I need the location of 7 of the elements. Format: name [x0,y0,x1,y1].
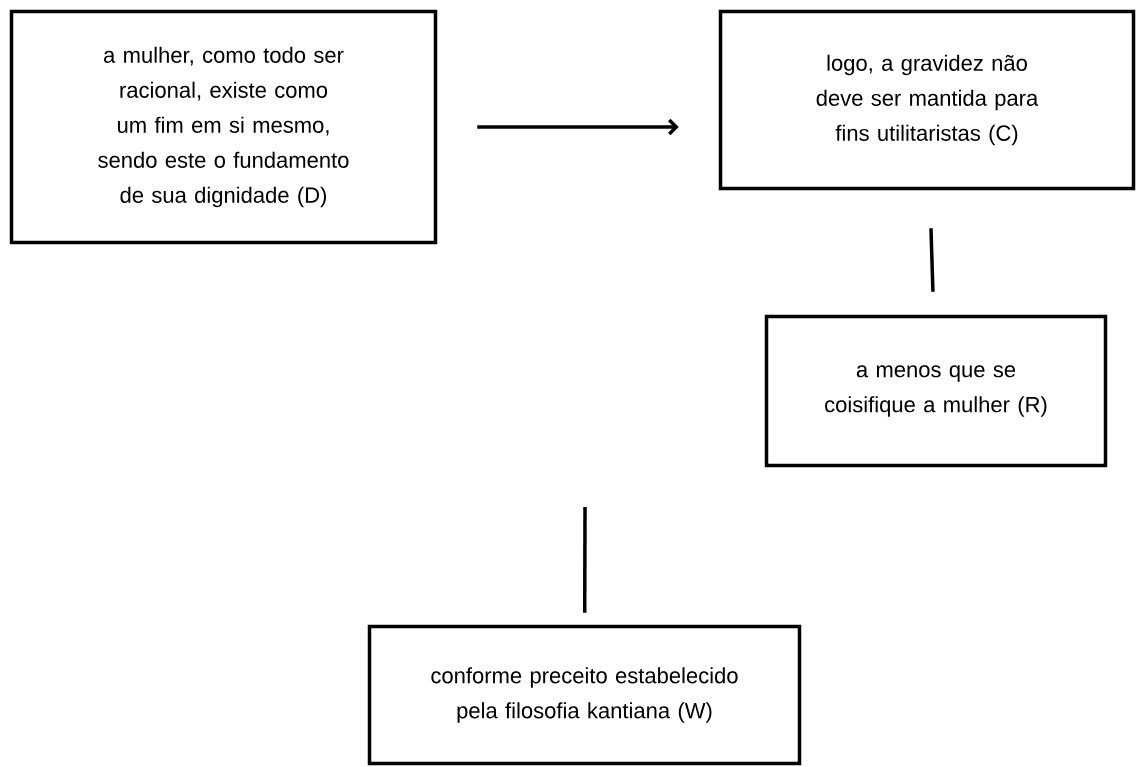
arrow [477,118,679,136]
connector-line [583,507,587,613]
text-box: a menos que se coisifique a mulher (R) [764,314,1108,468]
text-box: logo, a gravidez não deve ser mantida para fins utilitaristas (C) [718,9,1136,191]
text-box: conforme preceito estabelecido pela filosofia kantiana (W) [367,624,802,766]
connector-line [929,228,935,292]
text-box: a mulher, como todo ser racional, existe como um fim em si mesmo, sendo este o fundamento de sua dignidade (D) [9,9,438,245]
